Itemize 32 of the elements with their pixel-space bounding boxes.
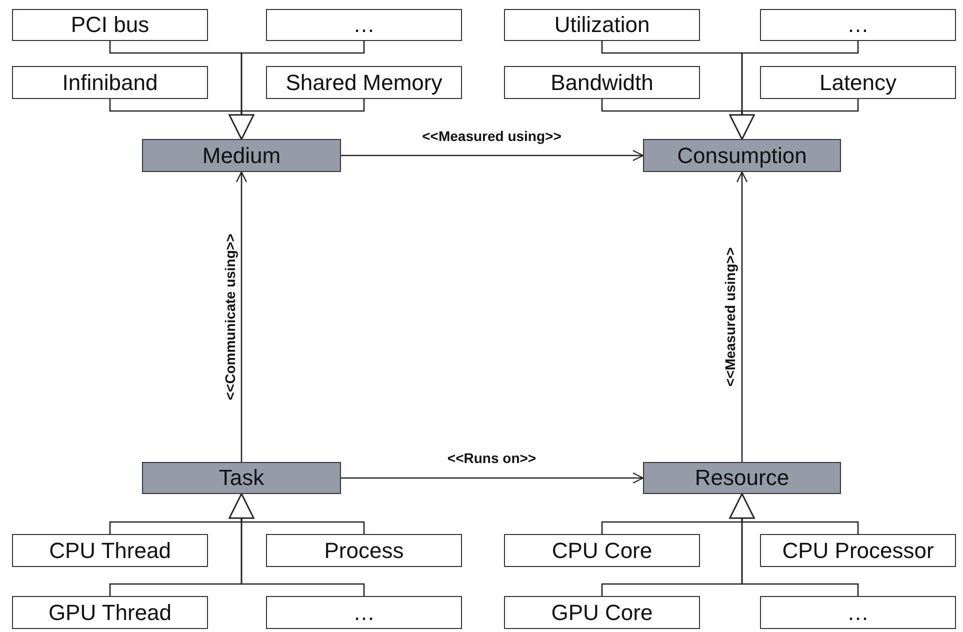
- association-arrow: [341, 472, 644, 484]
- subclass-box: GPU Core: [504, 596, 700, 629]
- subclass-box: …: [266, 596, 462, 629]
- class-box: Consumption: [643, 139, 841, 172]
- subclass-box: Infiniband: [12, 66, 208, 99]
- edge-label: <<Communicate using>>: [222, 232, 238, 402]
- generalization-arrow: [228, 493, 365, 596]
- subclass-box: …: [760, 596, 956, 629]
- generalization-arrow: [228, 99, 365, 140]
- subclass-box: CPU Processor: [760, 534, 956, 567]
- class-box: Medium: [142, 139, 341, 172]
- generalization-arrow: [729, 99, 859, 140]
- class-box: Task: [142, 462, 341, 494]
- subclass-box: CPU Core: [504, 534, 700, 567]
- subclass-box: PCI bus: [12, 9, 208, 41]
- edge-label: <<Measured using>>: [420, 128, 564, 144]
- association-arrow: [236, 171, 248, 462]
- association-arrow: [736, 171, 748, 462]
- subclass-box: CPU Thread: [12, 534, 208, 567]
- subclass-box: …: [760, 9, 956, 41]
- subclass-box: Latency: [760, 66, 956, 99]
- edge-label: <<Runs on>>: [445, 450, 538, 466]
- association-arrow: [341, 150, 644, 162]
- subclass-box: …: [266, 9, 462, 41]
- generalization-arrow: [729, 493, 859, 596]
- subclass-box: Utilization: [504, 9, 700, 41]
- subclass-box: Bandwidth: [504, 66, 700, 99]
- edge-label: <<Measured using>>: [722, 245, 738, 388]
- subclass-box: GPU Thread: [12, 596, 208, 629]
- subclass-box: Process: [266, 534, 462, 567]
- subclass-box: Shared Memory: [266, 66, 462, 99]
- class-box: Resource: [643, 462, 841, 494]
